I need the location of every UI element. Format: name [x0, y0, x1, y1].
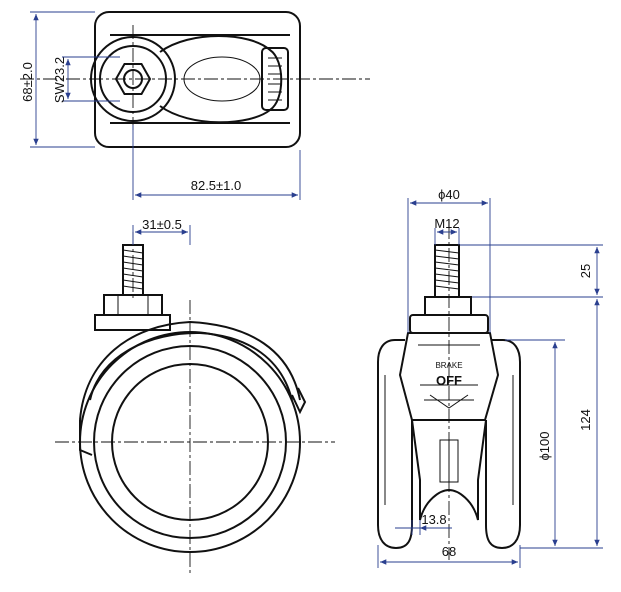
dim-inner: 13.8 [421, 512, 446, 527]
dim-total-height: 124 [578, 409, 593, 431]
side-view-fork [79, 320, 301, 421]
front-view-right-wheel [485, 339, 521, 550]
front-view-chevron [429, 394, 469, 409]
front-view-nut [424, 296, 472, 316]
dim-thread: M12 [434, 216, 459, 231]
front-view-thread [434, 249, 460, 290]
dim-top-height: 68±2.0 [20, 62, 35, 102]
side-view-fork-leg [79, 420, 93, 456]
side-view-fork-inner [89, 331, 293, 401]
top-view-pedal-grip [268, 57, 282, 101]
top-view: 68±2.0 SW23.2 82.5±1.0 [20, 11, 370, 200]
front-view: BRAKE OFF ϕ40 M12 25 124 [377, 187, 603, 568]
dim-width: 68 [442, 544, 456, 559]
top-view-wheel-outline [94, 11, 301, 148]
top-view-brake-body [159, 35, 283, 124]
side-view-swivel [94, 314, 171, 331]
dim-wheel-dia: ϕ100 [537, 432, 552, 461]
dim-stem-length: 25 [578, 264, 593, 278]
dim-hex: SW23.2 [52, 57, 67, 103]
top-view-inner-band [110, 34, 290, 124]
front-view-left-wheel [377, 339, 413, 550]
side-view: 31±0.5 [55, 217, 335, 575]
dim-top-width: ϕ40 [438, 187, 460, 202]
dim-top-length: 82.5±1.0 [191, 178, 242, 193]
dim-offset: 31±0.5 [142, 217, 182, 232]
side-view-pedal-tip [291, 387, 307, 415]
